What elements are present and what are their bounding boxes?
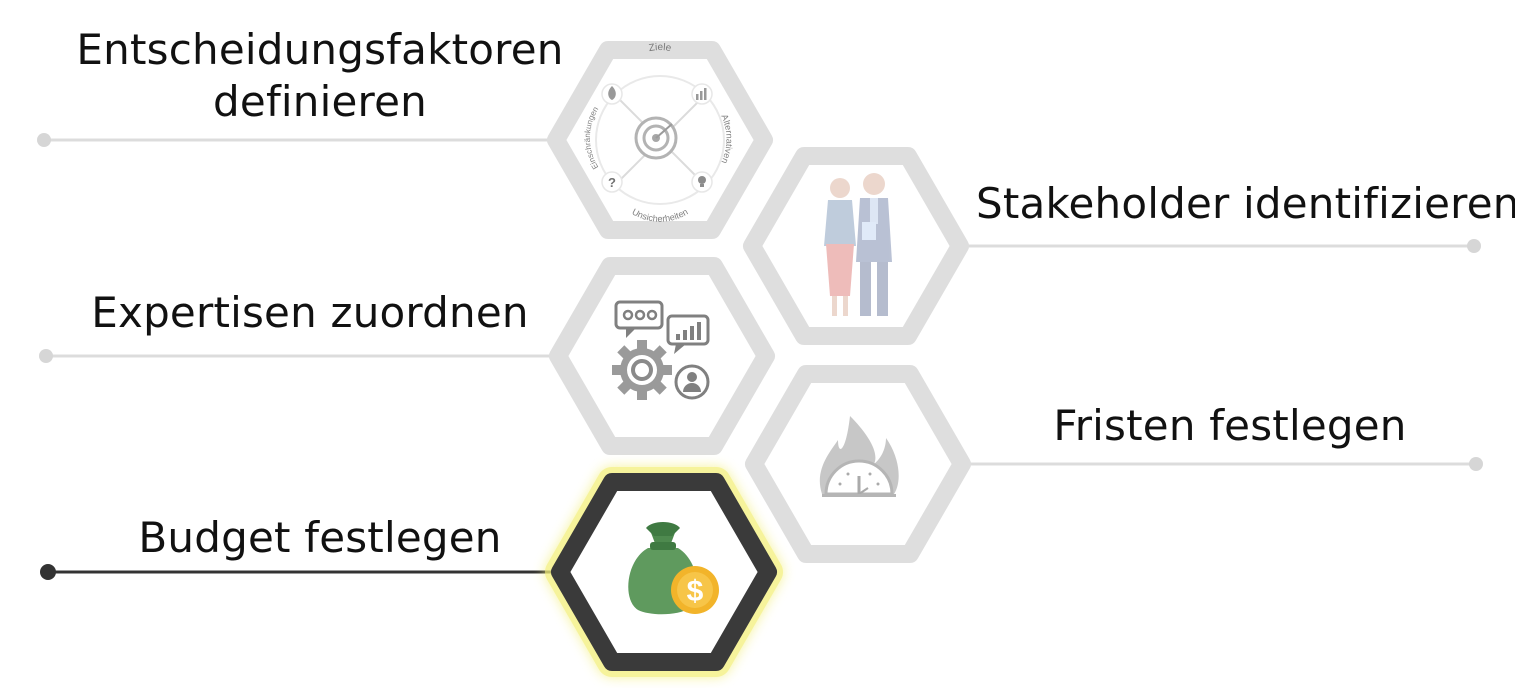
hexagon-budget[interactable]: $ (545, 467, 783, 677)
hexagon-expertise[interactable] (549, 257, 775, 455)
svg-text:Alternativen: Alternativen (719, 113, 734, 166)
step-label-line1: Budget festlegen (138, 513, 502, 562)
step-label-line1: Fristen festlegen (1053, 401, 1407, 450)
step-label-decision-factors: Entscheidungsfaktoren definieren (60, 24, 580, 128)
step-label-budget: Budget festlegen (100, 512, 540, 564)
wheel-top-label: Ziele (648, 42, 673, 54)
hexagon-decision-factors[interactable]: ? Ziele Alternativen Unsicherheiten Eins… (547, 41, 773, 239)
svg-text:Ziele: Ziele (648, 42, 673, 54)
step-label-stakeholders: Stakeholder identifizieren (976, 178, 1515, 230)
chat-gear-person-icon (612, 300, 710, 400)
connector-budget (40, 564, 560, 580)
connector-deadlines (962, 457, 1483, 471)
connector-decision-factors (37, 133, 556, 147)
connector-expertise (39, 349, 558, 363)
step-label-line2: definieren (213, 77, 427, 126)
wheel-right-label: Alternativen (719, 113, 734, 166)
step-label-deadlines: Fristen festlegen (1020, 400, 1440, 452)
hexagon-stakeholders[interactable] (743, 147, 969, 345)
hexagon-deadlines[interactable] (745, 365, 971, 563)
target-icon: ? Ziele Alternativen Unsicherheiten Eins… (583, 42, 735, 224)
svg-text:?: ? (608, 175, 616, 190)
burning-clock-icon (819, 416, 899, 497)
step-label-line1: Stakeholder identifizieren (976, 179, 1515, 228)
svg-text:$: $ (687, 575, 704, 608)
money-bag-icon: $ (628, 522, 719, 615)
business-people-icon (824, 173, 892, 316)
step-label-line1: Expertisen zuordnen (91, 288, 529, 337)
step-label-line1: Entscheidungsfaktoren (76, 25, 564, 74)
step-label-expertise: Expertisen zuordnen (60, 287, 560, 339)
connector-stakeholders (962, 239, 1481, 253)
